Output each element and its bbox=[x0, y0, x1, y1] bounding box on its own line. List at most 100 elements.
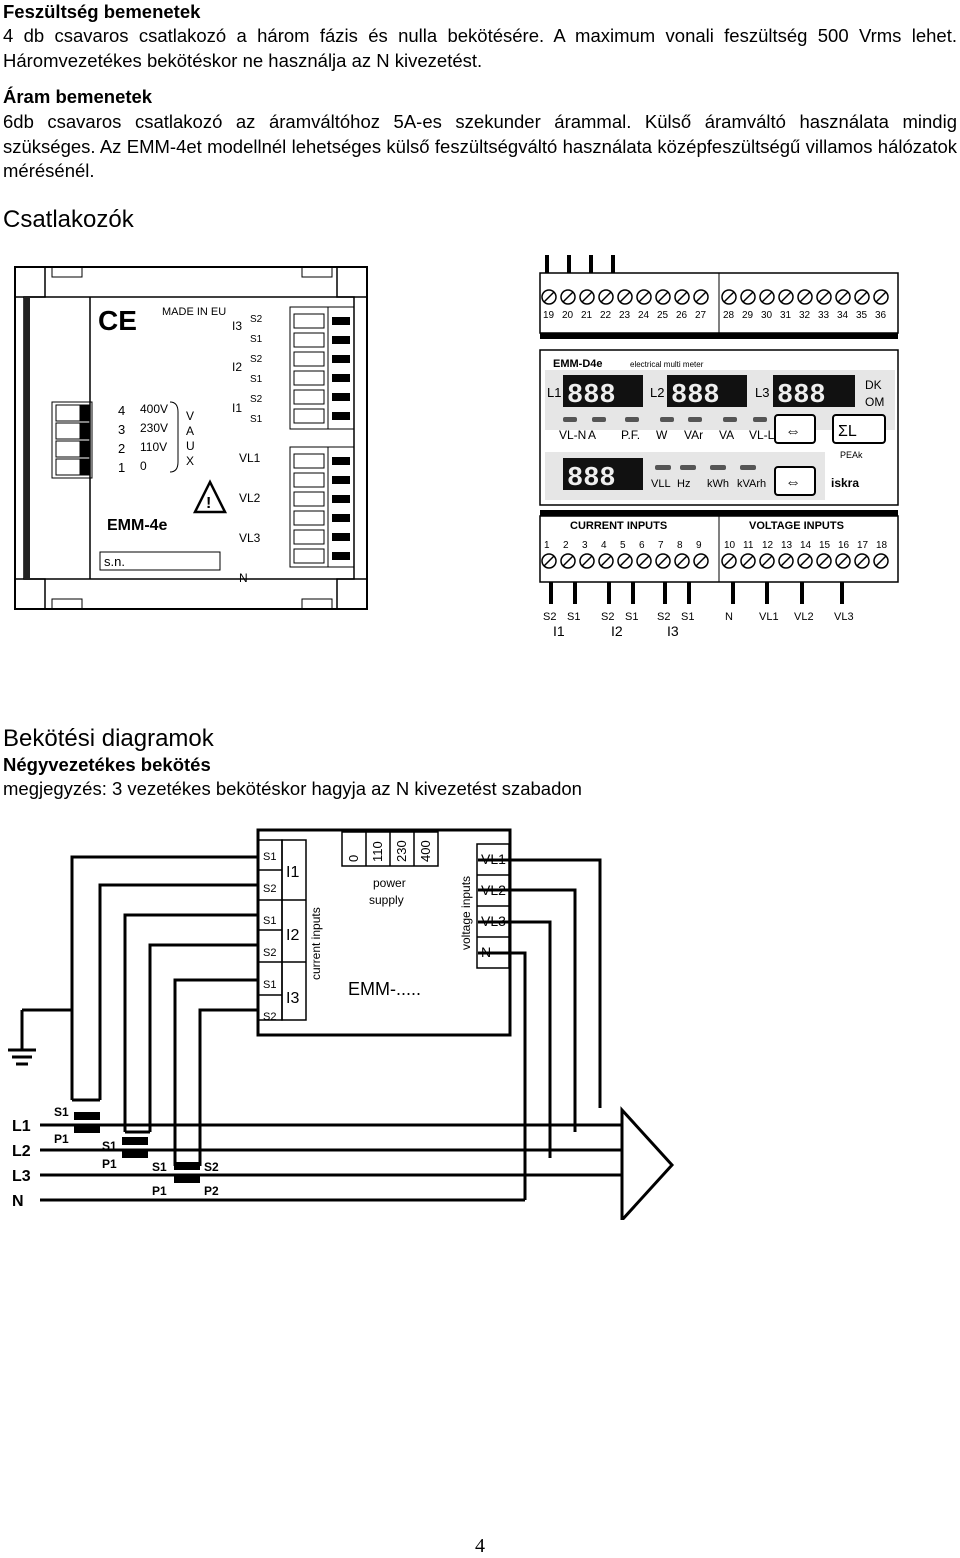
top-terminal-number: 26 bbox=[676, 310, 688, 321]
top-terminal-number: 29 bbox=[742, 310, 754, 321]
ct-label: I2 bbox=[232, 360, 242, 374]
top-terminal-number: 23 bbox=[619, 310, 631, 321]
pin-label: S2 bbox=[543, 611, 556, 623]
svg-text:CURRENT INPUTS: CURRENT INPUTS bbox=[570, 520, 667, 532]
top-terminal-number: 32 bbox=[799, 310, 811, 321]
bottom-terminal-number: 16 bbox=[838, 540, 850, 551]
svg-text:ΣL: ΣL bbox=[838, 423, 857, 440]
bottom-terminal-number: 7 bbox=[658, 540, 664, 551]
bottom-terminal-number: 9 bbox=[696, 540, 702, 551]
line-label: N bbox=[12, 1193, 24, 1210]
svg-text:EMM-D4e: EMM-D4e bbox=[553, 358, 603, 370]
line-label: L3 bbox=[12, 1168, 31, 1185]
svg-text:PEAk: PEAk bbox=[840, 450, 863, 460]
svg-text:voltage inputs: voltage inputs bbox=[459, 876, 473, 950]
transformer-label: S1 bbox=[152, 1160, 167, 1174]
ct-terminal-label: S1 bbox=[263, 915, 276, 927]
display-panel: L1 888 L2 888 L3 888 DK OM bbox=[545, 370, 895, 430]
top-terminal-number: 34 bbox=[837, 310, 849, 321]
top-terminal-number: 20 bbox=[562, 310, 574, 321]
bottom-terminal-number: 6 bbox=[639, 540, 645, 551]
svg-text:VOLTAGE INPUTS: VOLTAGE INPUTS bbox=[749, 520, 844, 532]
top-terminal-number: 22 bbox=[600, 310, 612, 321]
measure-label: VAr bbox=[684, 428, 703, 442]
bottom-terminal-number: 3 bbox=[582, 540, 588, 551]
voltage-body: 4 db csavaros csatlakozó a három fázis é… bbox=[3, 25, 957, 71]
supply-value: 400 bbox=[418, 840, 433, 862]
top-terminal-number: 19 bbox=[543, 310, 555, 321]
svg-text:888: 888 bbox=[567, 464, 616, 494]
bottom-terminal-number: 11 bbox=[743, 540, 754, 551]
ct-terminal-label: S1 bbox=[250, 334, 263, 345]
top-terminal-number: 24 bbox=[638, 310, 650, 321]
ct-terminal-label: S1 bbox=[250, 374, 263, 385]
ce-mark-icon: CE bbox=[98, 305, 137, 336]
bottom-terminal-number: 4 bbox=[601, 540, 607, 551]
svg-text:current inputs: current inputs bbox=[309, 907, 323, 980]
supply-value: 0 bbox=[346, 855, 361, 862]
pin-label: S1 bbox=[681, 611, 694, 623]
bottom-terminal-number: 18 bbox=[876, 540, 888, 551]
svg-text:L3: L3 bbox=[755, 385, 769, 400]
transformer-label: P1 bbox=[152, 1184, 167, 1198]
top-terminal-number: 21 bbox=[581, 310, 593, 321]
ct-terminal-label: S2 bbox=[263, 883, 276, 895]
measure-label: A bbox=[588, 428, 596, 442]
top-terminal-number: 28 bbox=[723, 310, 735, 321]
pin-label: S1 bbox=[567, 611, 580, 623]
transformer-label: S1 bbox=[54, 1105, 69, 1119]
ct-terminal-block bbox=[289, 306, 355, 430]
brand-logo: iskra bbox=[831, 476, 859, 490]
bottom-terminal-number: 8 bbox=[677, 540, 683, 551]
svg-text:CE: CE bbox=[98, 305, 137, 336]
top-terminal-number: 27 bbox=[695, 310, 707, 321]
ct-terminal-label: S2 bbox=[263, 947, 276, 959]
aux-letter: A bbox=[186, 424, 194, 438]
voltage-label: VL3 bbox=[239, 531, 261, 545]
aux-terminal-number: 2 bbox=[118, 441, 125, 456]
measure-label: VL-L bbox=[749, 428, 775, 442]
sync-icon: ⇔ bbox=[774, 414, 816, 444]
transformer-label: S1 bbox=[102, 1139, 117, 1153]
svg-text:supply: supply bbox=[369, 893, 404, 907]
pin-group-label: I1 bbox=[553, 623, 565, 639]
svg-text:⇔: ⇔ bbox=[785, 423, 801, 440]
transformer-label: P2 bbox=[204, 1184, 219, 1198]
transformer-label: S2 bbox=[204, 1160, 219, 1174]
made-in-eu: MADE IN EU bbox=[162, 306, 226, 318]
pin-label: N bbox=[725, 611, 733, 623]
current-heading: Áram bemenetek bbox=[3, 86, 153, 107]
transformer-label: P1 bbox=[54, 1132, 69, 1146]
svg-text:888: 888 bbox=[777, 381, 826, 411]
svg-text:888: 888 bbox=[567, 381, 616, 411]
supply-value: 230 bbox=[394, 840, 409, 862]
ct-terminal-label: S2 bbox=[250, 394, 263, 405]
ct-name: I1 bbox=[286, 864, 299, 881]
bottom-terminal-number: 10 bbox=[724, 540, 736, 551]
svg-text:electrical multi meter: electrical multi meter bbox=[630, 360, 704, 369]
bottom-terminal-number: 17 bbox=[857, 540, 869, 551]
ct-terminal-label: S1 bbox=[263, 851, 276, 863]
aux-voltage-label: 0 bbox=[140, 459, 147, 473]
current-body: 6db csavaros csatlakozó az áramváltóhoz … bbox=[3, 111, 957, 181]
bottom-terminal-number: 14 bbox=[800, 540, 812, 551]
pin-label: S1 bbox=[625, 611, 638, 623]
svg-text:⇔: ⇔ bbox=[785, 474, 801, 491]
voltage-heading: Feszültség bemenetek bbox=[3, 1, 201, 22]
bottom-terminal-number: 1 bbox=[544, 540, 550, 551]
voltage-label: VL1 bbox=[239, 451, 261, 465]
svg-text:!: ! bbox=[206, 495, 211, 512]
voltage-terminal-block bbox=[289, 446, 355, 568]
pin-group-label: I2 bbox=[611, 623, 623, 639]
aux-voltage-label: 400V bbox=[140, 402, 168, 416]
ct-terminal-label: S1 bbox=[250, 414, 263, 425]
ct-label: I1 bbox=[232, 401, 242, 415]
connectors-title: Csatlakozók bbox=[3, 206, 134, 233]
measure-label: P.F. bbox=[621, 428, 640, 442]
ct-terminal-label: S2 bbox=[250, 354, 263, 365]
svg-text:EMM-.....: EMM-..... bbox=[348, 979, 421, 999]
bottom-terminal-number: 15 bbox=[819, 540, 831, 551]
aux-terminal-number: 3 bbox=[118, 422, 125, 437]
